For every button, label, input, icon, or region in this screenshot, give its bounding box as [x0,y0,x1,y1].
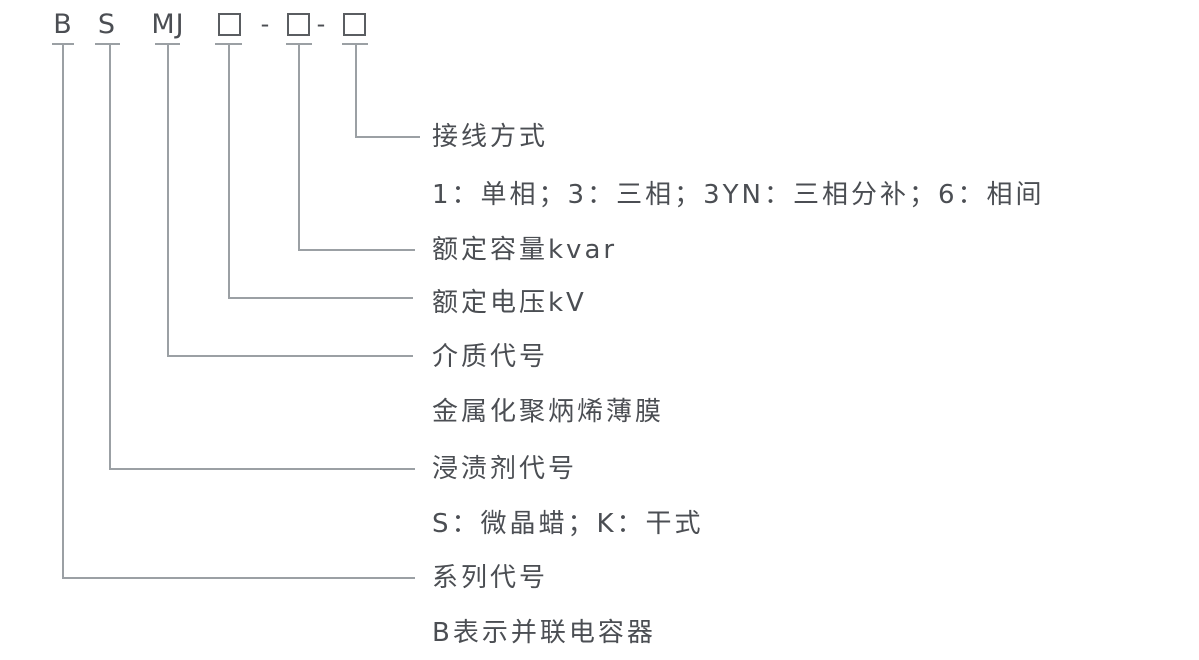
vline-rated-voltage [228,45,230,298]
code-dash-2: - [316,10,326,38]
description-series-code: B表示并联电容器 [432,618,656,648]
description-dielectric-code: 金属化聚炳烯薄膜 [432,397,665,427]
hline-series-code [62,577,415,579]
hline-rated-voltage [228,297,413,299]
description-impregnant-code: S：微晶蜡；K：干式 [432,509,704,539]
vline-rated-capacity [298,45,300,250]
code-letter-b: B [53,9,73,40]
vline-series-code [62,45,64,578]
code-letters-mj: MJ [151,9,185,40]
hline-impregnant-code [109,468,415,470]
vline-dielectric-code [167,45,169,356]
code-box-2 [287,13,310,36]
tick-letters-mj [155,43,180,45]
tick-box-2 [286,43,312,45]
label-series-code: 系列代号 [432,563,549,593]
vline-impregnant-code [109,45,111,469]
label-impregnant-code: 浸渍剂代号 [432,454,578,484]
code-dash-1: - [260,10,270,38]
code-box-1 [218,13,241,36]
hline-dielectric-code [167,355,413,357]
hline-rated-capacity [298,249,415,251]
vline-wiring-method [355,45,357,137]
hline-wiring-method [355,136,420,138]
code-box-3 [343,13,366,36]
label-wiring-method: 接线方式 [432,122,549,152]
description-wiring-method: 1：单相；3：三相；3YN：三相分补；6：相间 [432,180,1045,210]
label-rated-voltage: 额定电压kV [432,288,587,318]
tick-letter-s [95,43,120,45]
tick-letter-b [52,43,74,45]
label-dielectric-code: 介质代号 [432,342,549,372]
tick-box-1 [215,43,242,45]
code-letter-s: S [97,9,117,40]
tick-box-3 [342,43,368,45]
label-rated-capacity: 额定容量kvar [432,235,618,265]
